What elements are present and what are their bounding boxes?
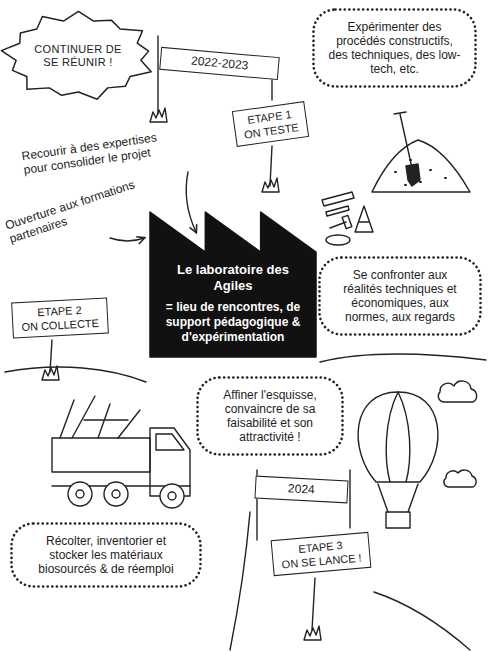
factory-outline [150,212,316,357]
truck-wheel [76,490,84,498]
truck-load [60,396,140,438]
cloud-outline [12,524,201,587]
smoke-puff [444,470,476,487]
truck [156,434,184,450]
stage-sign: ETAPE 1ON TESTE [232,101,309,147]
shovel [400,114,412,168]
node-text: CONTINUER DE SE RÉUNIR ! [32,43,124,69]
node-text: ON COLLECTE [21,316,99,334]
sand-pile [395,160,446,185]
grass-tuft [150,108,167,122]
truck-wheel [104,482,128,506]
cloud-outline [198,378,343,455]
node-text: 2022-2023 [190,54,248,74]
sign-pole [50,340,52,372]
hot-air-balloon [386,392,410,482]
node-text: Récolter, inventorier et stocker les mat… [26,534,186,576]
truck-wheel [112,490,120,498]
flag-banner: 2022-2023 [159,47,280,80]
truck-wheel [68,482,92,506]
node-text: Affiner l'esquisse, convaincre de sa fai… [212,388,328,444]
road-line [5,367,146,382]
road-line [374,592,470,650]
road-line [320,354,486,362]
balloon-basket [386,512,410,528]
truck [52,438,150,472]
annotation-label: Recourir à des expertises pour consolide… [21,127,183,177]
smoke-puff [438,381,476,402]
node-text: Se confronter aux réalités techniques et… [334,268,466,324]
node-text: 2024 [288,481,315,497]
cloud-outline [314,10,476,87]
shovel [394,112,406,114]
dotted-cloud: Expérimenter des procédés constructifs, … [312,8,477,88]
starburst-outline [1,11,151,99]
sand-pile [372,140,470,192]
pointer-arrow [110,238,144,241]
flag-pole [349,470,350,528]
traffic-cone [359,221,369,222]
dotted-cloud: Affiner l'esquisse, convaincre de sa fai… [196,376,344,456]
cloud-outline [320,258,481,335]
plank [322,192,354,206]
plank [326,206,349,216]
hot-air-balloon [358,392,438,482]
starburst-callout: CONTINUER DE SE RÉUNIR ! [0,10,158,102]
balloon-rope [378,484,418,512]
node-text: ON SE LANCE ! [281,551,362,572]
flag-banner: 2024 [254,476,348,504]
stage-sign: ETAPE 3ON SE LANCE ! [271,532,372,576]
grass-tuft [262,178,279,192]
node-text: Expérimenter des procédés constructifs, … [328,20,461,76]
node-text: = lieu de rencontres, de support pédagog… [160,300,306,345]
shovel [406,164,420,186]
traffic-cone [355,206,373,232]
factory-shape: Le laboratoire des Agiles = lieu de renco… [150,212,316,357]
node-text: Le laboratoire des Agiles [160,262,306,294]
truck-wheel [168,492,176,500]
sign-pole [312,578,315,630]
grass-tuft [42,366,59,380]
stone [326,235,350,245]
dotted-cloud: Récolter, inventorier et stocker les mat… [10,522,202,588]
pointer-arrow [186,172,196,232]
grass-tuft [304,626,321,640]
annotation-label: Ouverture aux formations partenaires [3,174,151,246]
stage-sign: ETAPE 2ON COLLECTE [11,298,108,339]
dotted-cloud: Se confronter aux réalités techniques et… [318,256,482,336]
road-line [230,512,250,650]
hammer [342,215,352,228]
flag-pole [157,36,158,114]
truck-wheel [160,484,184,508]
